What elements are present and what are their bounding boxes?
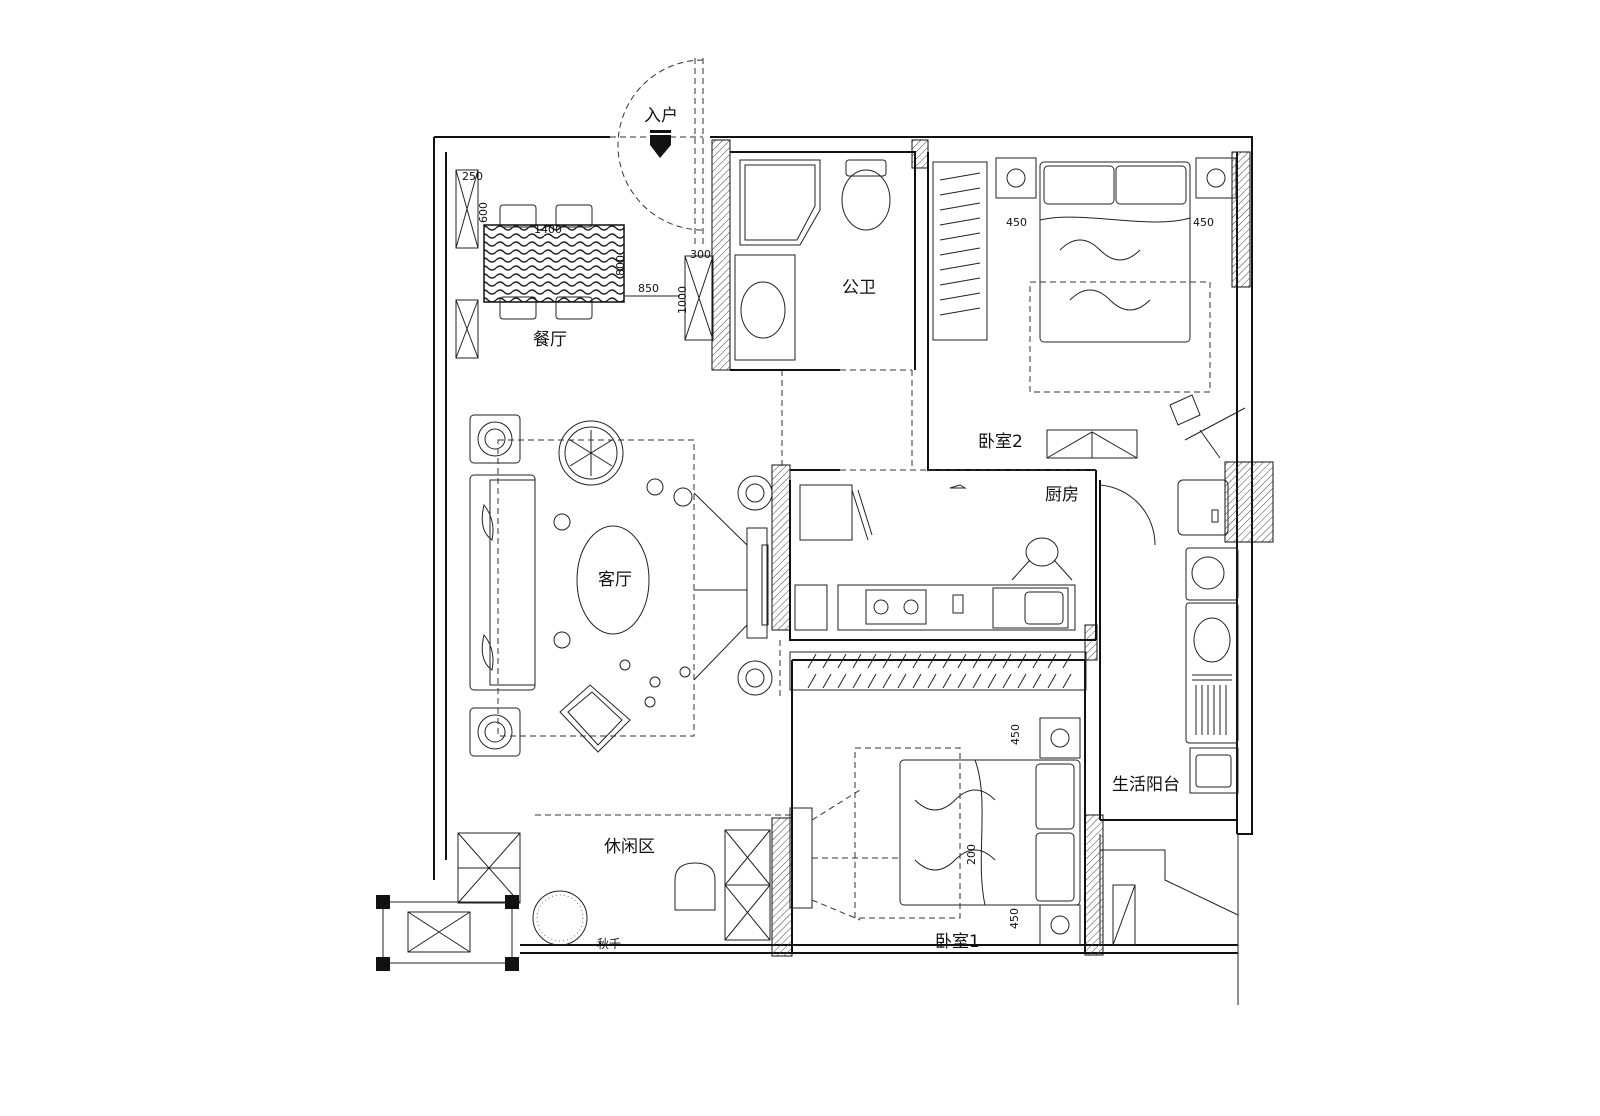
dining-area: 餐厅 250 600 1400 800 850 300 1000 — [455, 169, 714, 359]
leisure-label: 休闲区 — [604, 837, 655, 857]
bedroom-1: 450 200 450 卧室1 — [789, 717, 1081, 952]
balcony-label: 生活阳台 — [1112, 775, 1180, 795]
dim-450-b1-bottom: 450 — [1008, 908, 1021, 929]
dim-800: 800 — [614, 255, 627, 276]
utility-balcony: 生活阳台 — [1112, 479, 1239, 795]
dim-1400: 1400 — [534, 223, 562, 236]
dim-850: 850 — [638, 282, 659, 295]
kitchen-sink — [992, 587, 1069, 629]
bedroom-2: 450 450 卧室2 — [932, 157, 1246, 459]
bedroom1-label: 卧室1 — [935, 932, 980, 952]
dim-450-b2-right: 450 — [1193, 216, 1214, 229]
dim-600: 600 — [477, 202, 490, 223]
dim-200-b1: 200 — [965, 844, 978, 865]
dim-1000: 1000 — [676, 286, 689, 314]
bed-1 — [899, 759, 1081, 906]
entry-door: 入户 — [610, 58, 704, 248]
bed-2 — [1039, 161, 1191, 343]
dining-label: 餐厅 — [533, 330, 567, 350]
sofa — [469, 474, 536, 691]
entry-label: 入户 — [644, 106, 678, 126]
living-label: 客厅 — [598, 570, 632, 590]
wardrobe-hall — [789, 651, 1087, 691]
kitchen: 厨房 — [794, 484, 1156, 631]
dim-450-b1-top: 450 — [1009, 724, 1022, 745]
bathroom: 公卫 — [734, 159, 891, 361]
leisure-area: 秋千 休闲区 — [376, 829, 1136, 971]
dim-300: 300 — [690, 248, 711, 261]
dim-450-b2-left: 450 — [1006, 216, 1027, 229]
coffee-table — [576, 525, 650, 635]
bedroom2-label: 卧室2 — [978, 432, 1023, 452]
bath-label: 公卫 — [842, 278, 876, 298]
interior-walls — [535, 151, 1237, 953]
dining-table — [483, 224, 625, 303]
swing-label: 秋千 — [597, 937, 621, 951]
dim-250: 250 — [462, 170, 483, 183]
wall-hatches — [711, 139, 1274, 957]
kitchen-label: 厨房 — [1045, 485, 1079, 505]
tv-cabinet — [746, 527, 768, 639]
living-room: 客厅 — [469, 414, 773, 757]
ottoman — [558, 420, 624, 486]
stove — [865, 589, 927, 625]
swing-chair — [532, 890, 588, 946]
